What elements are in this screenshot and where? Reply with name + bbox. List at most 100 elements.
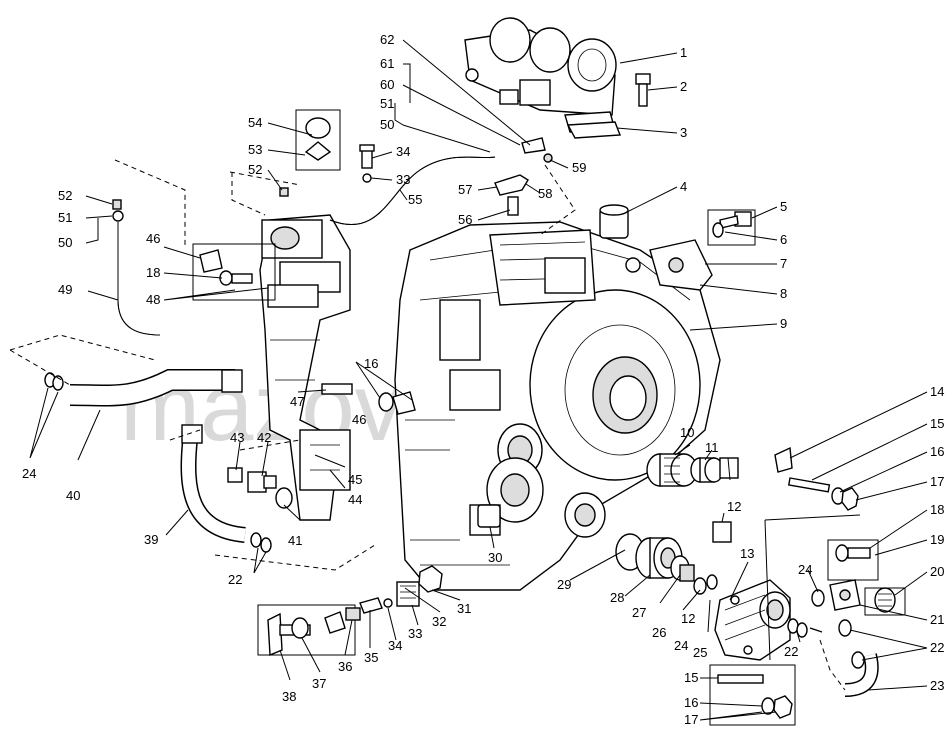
label-35: 35 <box>364 650 378 665</box>
label-3: 3 <box>680 125 687 140</box>
frame-46-48 <box>192 243 276 301</box>
oring-22-pump-b <box>796 622 808 638</box>
label-50-top: 50 <box>380 117 394 132</box>
label-43: 43 <box>230 430 244 445</box>
label-51-left: 51 <box>58 210 72 225</box>
washer-16-lower <box>761 697 775 715</box>
plug-32 <box>396 581 420 607</box>
plug-52-left <box>112 199 122 210</box>
label-16-lower: 16 <box>684 695 698 710</box>
fitting-60-61 <box>521 137 546 154</box>
label-22-pump: 22 <box>784 644 798 659</box>
label-46-mid: 46 <box>352 412 366 427</box>
label-6: 6 <box>780 232 787 247</box>
oring-22-right-a <box>838 619 852 637</box>
label-27: 27 <box>632 605 646 620</box>
label-12-lower: 12 <box>681 611 695 626</box>
label-13: 13 <box>740 546 754 561</box>
nut-31 <box>418 565 443 593</box>
label-29: 29 <box>557 577 571 592</box>
label-33-upper: 33 <box>396 172 410 187</box>
label-54: 54 <box>248 115 262 130</box>
label-37: 37 <box>312 676 326 691</box>
label-15-upper: 15 <box>930 416 944 431</box>
stud-15-upper <box>774 446 831 493</box>
oring-24-mid <box>706 574 718 590</box>
label-12-upper: 12 <box>727 499 741 514</box>
label-24-left: 24 <box>22 466 36 481</box>
label-11: 11 <box>705 440 719 455</box>
label-7: 7 <box>780 256 787 271</box>
plunger-34 <box>359 597 383 614</box>
oring-22-a <box>250 532 262 548</box>
oring-41 <box>275 487 293 509</box>
spring-35 <box>345 607 361 621</box>
label-23: 23 <box>930 678 944 693</box>
label-47: 47 <box>290 394 304 409</box>
label-40: 40 <box>66 488 80 503</box>
plate-46-left <box>199 249 223 273</box>
bolt-48 <box>231 273 253 284</box>
ring-26 <box>693 577 707 595</box>
ring-33 <box>383 598 393 608</box>
oring-24-right <box>811 589 825 607</box>
callout-labels: 1 2 3 4 5 6 7 8 9 10 11 12 12 13 14 15 1… <box>22 32 944 727</box>
label-2: 2 <box>680 79 687 94</box>
label-9: 9 <box>780 316 787 331</box>
seal-12-lower <box>712 521 732 543</box>
label-56: 56 <box>458 212 472 227</box>
label-10: 10 <box>680 425 694 440</box>
label-41: 41 <box>288 533 302 548</box>
label-26: 26 <box>652 625 666 640</box>
frame-18-19 <box>827 539 879 581</box>
label-20: 20 <box>930 564 944 579</box>
label-24-right: 24 <box>798 562 812 577</box>
label-16-mid: 16 <box>364 356 378 371</box>
bolt-47 <box>321 383 353 395</box>
dashed-guide-58-59 <box>539 164 576 236</box>
gearbox-housing <box>394 221 721 591</box>
label-4: 4 <box>680 179 687 194</box>
label-16-upper: 16 <box>930 444 944 459</box>
dashed-guide-23 <box>819 639 846 691</box>
label-28: 28 <box>610 590 624 605</box>
label-45: 45 <box>348 472 362 487</box>
label-61: 61 <box>380 56 394 71</box>
plug-20 <box>874 587 896 613</box>
label-49: 49 <box>58 282 72 297</box>
label-60: 60 <box>380 77 394 92</box>
ring-33-upper <box>362 173 372 183</box>
frame-36-38 <box>257 604 356 656</box>
label-31: 31 <box>457 601 471 616</box>
label-59: 59 <box>572 160 586 175</box>
bolt-19 <box>847 547 871 559</box>
cap-4 <box>599 204 629 239</box>
label-58: 58 <box>538 186 552 201</box>
leader-lines <box>29 39 928 721</box>
nut-51-left <box>112 210 124 222</box>
label-42: 42 <box>257 430 271 445</box>
plate-36 <box>324 611 346 634</box>
oring-22-b <box>260 537 272 553</box>
pipe-39 <box>180 424 247 543</box>
plate-46-mid <box>392 391 416 415</box>
dashed-guide-left <box>9 159 376 571</box>
frame-15-17-lower <box>709 664 796 726</box>
leader-32 <box>404 587 441 613</box>
bolt-5-washer-6 <box>712 211 752 238</box>
plug-54 <box>304 117 332 161</box>
label-50-left: 50 <box>58 235 72 250</box>
label-17-lower: 17 <box>684 712 698 727</box>
bolt-2 <box>635 73 651 107</box>
fitting-42 <box>247 471 277 493</box>
label-52-left: 52 <box>58 188 72 203</box>
washer-18-right <box>835 544 849 562</box>
label-18-left: 18 <box>146 265 160 280</box>
plug-30 <box>477 504 501 528</box>
control-housing <box>259 214 351 521</box>
label-44: 44 <box>348 492 362 507</box>
washer-37 <box>291 617 309 639</box>
nut-17-lower <box>773 695 793 719</box>
stud-15-lower <box>717 674 764 684</box>
label-46-left: 46 <box>146 231 160 246</box>
